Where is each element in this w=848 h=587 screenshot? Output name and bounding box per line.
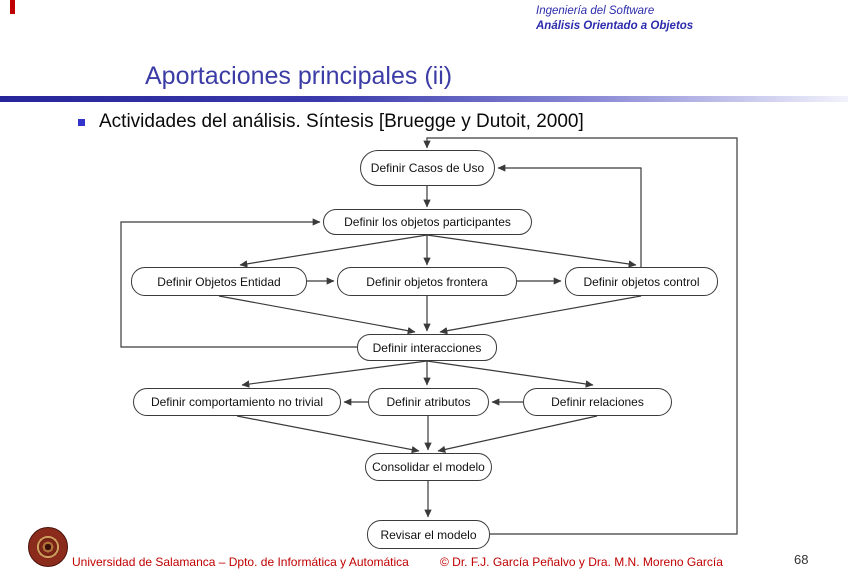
- bullet-text: Actividades del análisis. Síntesis [Brue…: [99, 111, 584, 132]
- page-title: Aportaciones principales (ii): [145, 62, 453, 90]
- flowchart-node-definir-casos-de-uso: Definir Casos de Uso: [360, 150, 495, 186]
- flowchart-node-definir-atributos: Definir atributos: [368, 388, 489, 416]
- flowchart-node-definir-interacciones: Definir interacciones: [357, 334, 497, 361]
- page-number: 68: [794, 552, 809, 567]
- edge-control-to-interacciones: [439, 295, 642, 335]
- flowchart-node-consolidar-el-modelo: Consolidar el modelo: [365, 453, 492, 481]
- edge-interacciones-to-comportamiento: [241, 360, 428, 388]
- flowchart-node-definir-comportamiento-no-trivial: Definir comportamiento no trivial: [133, 388, 341, 416]
- edge-interacciones-to-relaciones: [426, 360, 594, 388]
- title-divider: [0, 96, 848, 102]
- flowchart-node-definir-relaciones: Definir relaciones: [523, 388, 672, 416]
- edge-relaciones-to-consolidar: [437, 415, 598, 454]
- flowchart-node-definir-objetos-participantes: Definir los objetos participantes: [323, 209, 532, 235]
- corner-red-bar: [10, 0, 15, 14]
- course-name: Ingeniería del Software: [536, 5, 655, 17]
- edge-participantes-to-control: [426, 234, 637, 268]
- flowchart-node-definir-objetos-control: Definir objetos control: [565, 267, 718, 296]
- edge-comportamiento-to-consolidar: [236, 415, 420, 454]
- slide-header: Ingeniería del Software Análisis Orienta…: [536, 4, 693, 34]
- bullet-row: Actividades del análisis. Síntesis [Brue…: [78, 111, 584, 133]
- university-seal-logo: [28, 527, 68, 567]
- bullet-icon: [78, 119, 85, 126]
- footer-copyright: © Dr. F.J. García Peñalvo y Dra. M.N. Mo…: [440, 555, 723, 569]
- flowchart: Definir Casos de Uso Definir los objetos…: [0, 130, 848, 560]
- footer-institution: Universidad de Salamanca – Dpto. de Info…: [72, 555, 409, 569]
- edge-participantes-to-entidad: [239, 234, 428, 268]
- topic-name: Análisis Orientado a Objetos: [536, 20, 694, 32]
- flowchart-node-definir-objetos-frontera: Definir objetos frontera: [337, 267, 517, 296]
- flowchart-node-revisar-el-modelo: Revisar el modelo: [367, 520, 490, 549]
- flowchart-node-definir-objetos-entidad: Definir Objetos Entidad: [131, 267, 307, 296]
- edge-entidad-to-interacciones: [218, 295, 416, 335]
